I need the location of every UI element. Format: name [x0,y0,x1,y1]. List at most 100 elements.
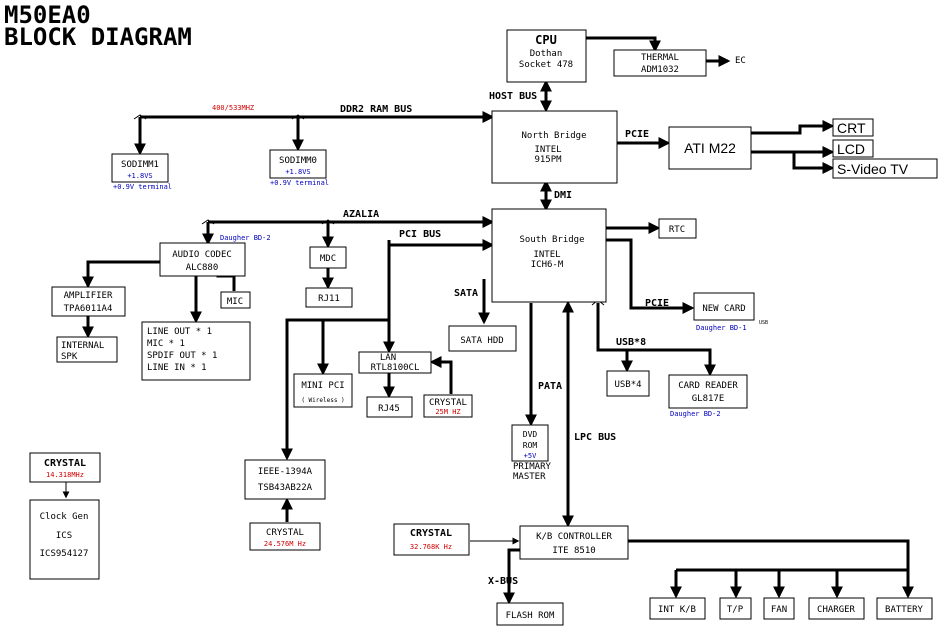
tp-block: T/P [719,597,752,620]
battery-block: BATTERY [876,597,933,620]
card-reader-block: CARD READER GL817E Daugher BD-2 [668,374,748,418]
new-card-label: NEW CARD [702,304,745,314]
mic-label: MIC [227,297,243,307]
fan-block: FAN [763,597,795,620]
sodimm0-term: +0.9V terminal [270,179,329,187]
sodimm1-label: SODIMM1 [121,160,159,170]
mdc-label: MDC [320,254,336,264]
lan-label: LAN [380,353,396,363]
azalia-label: AZALIA [343,209,379,220]
dmi-label: DMI [554,190,572,201]
svideo-label: S-Video TV [837,161,909,177]
flash-rom-label: FLASH ROM [506,611,555,621]
amplifier-chip: TPA6011A4 [64,304,113,314]
ddr2-tick-1 [133,114,147,120]
lpc-bus-label: LPC BUS [574,432,616,443]
mdc-block: MDC [309,246,347,269]
nb-label: North Bridge [521,131,586,141]
thermal-chip: ADM1032 [641,65,679,75]
sb-label: South Bridge [519,235,584,245]
title-line-2: BLOCK DIAGRAM [4,23,192,51]
internal-spk-block: INTERNAL SPK [56,336,118,363]
battery-label: BATTERY [885,605,924,615]
dvd-label: DVD [523,430,538,439]
sb-vendor: INTEL [533,250,560,260]
dvd-rom-block: DVD ROM +5V [511,424,549,462]
sodimm1-block: SODIMM1 +1.8VS +0.9V terminal [111,153,172,191]
crystal-lan-label: CRYSTAL [429,398,467,408]
crystal-clk-label: CRYSTAL [44,458,86,469]
sodimm0-volt: +1.8VS [285,168,310,176]
title-line-1: M50EA0 [4,1,91,29]
lan-chip: RTL8100CL [371,363,420,373]
crystal-ieee-label: CRYSTAL [266,528,304,538]
cpu-block: CPU Dothan Socket 478 [506,29,587,83]
kb-controller-label: K/B CONTROLLER [536,532,612,542]
ati-crt-line [751,120,835,135]
cpu-model: Dothan [530,49,563,59]
card-reader-label: CARD READER [678,381,738,391]
rtc-block: RTC [658,218,697,239]
sodimm1-term: +0.9V terminal [113,183,172,191]
azalia-tick-codec [201,219,215,225]
audio-out-line-out: LINE OUT * 1 [147,327,212,337]
crystal-ieee-freq: 24.576M Hz [264,540,306,548]
primary-label: PRIMARY [513,462,552,472]
ati-svideo-line [792,152,835,174]
clock-gen-label: Clock Gen [40,512,89,522]
ieee-chip: TSB43AB22A [258,483,313,493]
audio-out-mic: MIC * 1 [147,339,185,349]
codec-amp-line [82,260,160,289]
crt-label: CRT [837,120,866,136]
fan-label: FAN [771,605,787,615]
clock-gen-chip: ICS954127 [40,549,89,559]
lcd-label: LCD [837,141,865,157]
audio-out-spdif: SPDIF OUT * 1 [147,351,217,361]
nb-vendor: INTEL [534,145,561,155]
ddr2-bus-label: DDR2 RAM BUS [340,104,412,115]
master-label: MASTER [513,472,546,482]
usb8-label: USB*8 [616,337,646,348]
mini-pci-label: MINI PCI [301,381,344,391]
dvd-volt: +5V [524,452,537,460]
usb4-label: USB*4 [614,380,641,390]
sb-chip: ICH6-M [531,260,564,270]
crystal-lan-block: CRYSTAL 25M HZ [423,394,473,418]
pcie-newcard-line [606,238,695,314]
cpu-socket: Socket 478 [519,60,573,70]
ec-label: EC [735,56,746,66]
crystal-kb-block: CRYSTAL 32.768K Hz [393,523,470,556]
pci-ieee-link [281,318,389,461]
rj11-block: RJ11 [305,287,353,308]
clock-gen-block: Clock Gen ICS ICS954127 [29,499,100,580]
int-kb-label: INT K/B [658,605,696,615]
audio-outputs-block: LINE OUT * 1 MIC * 1 SPDIF OUT * 1 LINE … [141,321,251,381]
sodimm0-label: SODIMM0 [279,156,317,166]
dvd-rom-label: ROM [523,441,538,450]
charger-block: CHARGER [808,597,865,620]
usb4-block: USB*4 [606,370,650,397]
charger-label: CHARGER [817,605,856,615]
north-bridge-block: North Bridge INTEL 915PM [491,110,618,184]
mini-pci-sub: ( Wireless ) [301,397,344,404]
kb-controller-chip: ITE 8510 [552,546,595,556]
kb-controller-block: K/B CONTROLLER ITE 8510 [519,525,629,560]
audio-codec-board: Daugher BD-2 [220,234,271,242]
crystal-lan-line [429,356,453,394]
crystal-kb-freq: 32.768K Hz [410,543,452,551]
xbus-label: X-BUS [488,576,518,587]
card-reader-chip: GL817E [692,394,725,404]
ati-m22-block: ATI M22 [668,126,752,170]
pci-bus-upper [387,239,495,251]
internal-spk-sub: SPK [61,352,78,362]
crystal-clk-freq: 14.318MHz [46,471,84,479]
lcd-block: LCD [832,139,874,158]
pcie-top-label: PCIE [625,129,649,140]
nb-chip: 915PM [534,155,562,165]
crt-block: CRT [832,118,874,137]
crystal-kb-label: CRYSTAL [410,528,452,539]
card-reader-board: Daugher BD-2 [670,410,721,418]
ati-label: ATI M22 [684,140,736,156]
pci-bus-label: PCI BUS [399,229,441,240]
